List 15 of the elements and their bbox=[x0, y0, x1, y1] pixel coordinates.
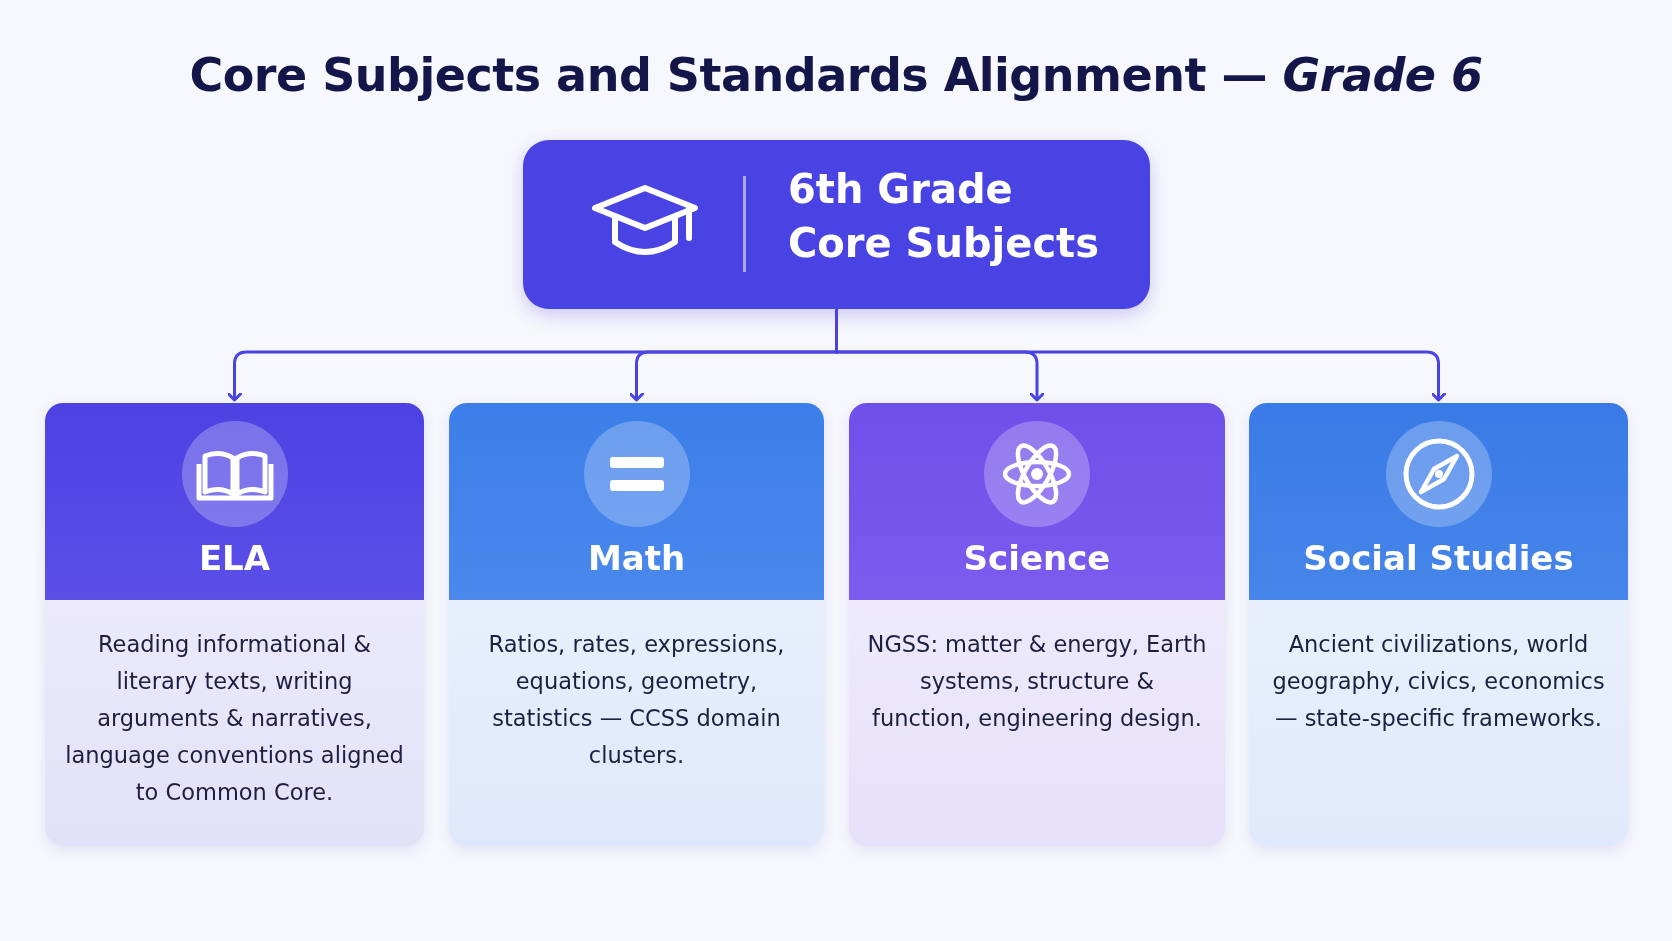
subject-card bbox=[1249, 403, 1628, 846]
node-title: 6th Grade Core Subjects bbox=[788, 165, 1100, 268]
subject-description: NGSS: matter & energy, Earth systems, structure & function, engineering design. bbox=[867, 630, 1207, 733]
subject-heading: Science bbox=[962, 538, 1112, 578]
subject-heading: Social Studies bbox=[1302, 538, 1575, 578]
subject-description: Ratios, rates, expressions, equations, geometry, statistics — CCSS domain clusters. bbox=[487, 630, 786, 770]
subject-heading: Math bbox=[586, 538, 687, 578]
subject-card bbox=[849, 403, 1225, 846]
diagram-title: Core Subjects and Standards Alignment — Grade 6 bbox=[188, 48, 1484, 102]
subject-card bbox=[45, 403, 424, 846]
subject-card bbox=[449, 403, 824, 846]
subject-description: Ancient civilizations, world geography, civics, economics — state-specific frameworks. bbox=[1271, 630, 1606, 733]
root-box bbox=[523, 140, 1150, 309]
subject-description: Reading informational & literary texts, writing arguments & narratives, language conventions aligned to Common Core. bbox=[64, 630, 405, 807]
subject-heading: ELA bbox=[197, 538, 272, 578]
